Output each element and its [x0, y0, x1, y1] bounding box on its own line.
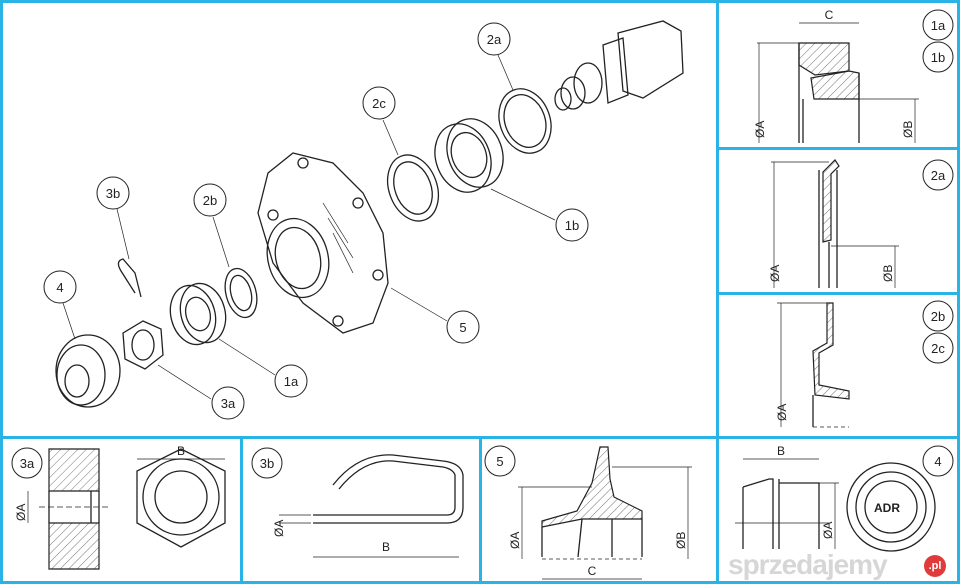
- seal-2c-drawing: [386, 154, 440, 222]
- svg-text:ØA: ØA: [14, 504, 28, 521]
- callout-3a: 3a: [211, 386, 245, 420]
- svg-text:2c: 2c: [931, 341, 945, 356]
- svg-text:4: 4: [934, 454, 941, 469]
- svg-text:2b: 2b: [931, 309, 945, 324]
- cotter-pin-3b-drawing: [117, 258, 142, 298]
- callout-2b: 2b: [193, 183, 227, 217]
- spindle-shaft: [554, 20, 684, 111]
- label-1a: 1a: [931, 18, 946, 33]
- callout-1a: 1a: [274, 364, 308, 398]
- seal-2a-drawing: [498, 88, 552, 154]
- svg-text:ØA: ØA: [775, 404, 789, 421]
- svg-text:B: B: [777, 444, 785, 458]
- svg-text:1b: 1b: [565, 218, 579, 233]
- svg-text:ØA: ØA: [753, 121, 767, 138]
- hub-cap-4-drawing: [55, 334, 121, 408]
- svg-text:ØA: ØA: [768, 265, 782, 282]
- svg-text:B: B: [177, 444, 185, 458]
- detail-seal-2b-2c: ØA 2b 2c: [716, 292, 960, 439]
- svg-text:ØA: ØA: [272, 520, 286, 537]
- bearing-1b-drawing: [434, 118, 504, 193]
- detail-cotter-pin-3b: ØA B 3b: [240, 436, 482, 584]
- detail-hub-cap-4: B ØA ADR 4: [716, 436, 960, 584]
- svg-text:ØA: ØA: [508, 532, 522, 549]
- callout-leaders: [62, 54, 556, 400]
- callout-4: 4: [43, 270, 77, 304]
- callouts: 3b 2b 4 2c 2a 1b 5 1a 3a: [43, 22, 589, 420]
- callout-1b: 1b: [555, 208, 589, 242]
- exploded-view-panel: 3b 2b 4 2c 2a 1b 5 1a 3a: [0, 0, 719, 439]
- cap-logo-text: ADR: [874, 501, 900, 515]
- svg-text:5: 5: [496, 454, 503, 469]
- svg-text:C: C: [825, 8, 834, 22]
- svg-text:ØB: ØB: [881, 265, 895, 282]
- svg-text:2b: 2b: [203, 193, 217, 208]
- callout-2a: 2a: [477, 22, 511, 56]
- castle-nut-3a-drawing: [122, 320, 164, 370]
- callout-2c: 2c: [362, 86, 396, 120]
- svg-text:5: 5: [459, 320, 466, 335]
- label-1b: 1b: [931, 50, 945, 65]
- detail-seal-2a: ØA ØB 2a: [716, 147, 960, 295]
- svg-text:3b: 3b: [106, 186, 120, 201]
- callout-3b: 3b: [96, 176, 130, 210]
- bearing-1a-drawing: [169, 282, 227, 346]
- svg-text:4: 4: [56, 280, 63, 295]
- svg-text:2a: 2a: [487, 32, 502, 47]
- watermark: sprzedajemy: [728, 549, 888, 580]
- watermark-badge: .pl: [924, 555, 946, 577]
- svg-text:3a: 3a: [20, 456, 35, 471]
- svg-text:3b: 3b: [260, 456, 274, 471]
- svg-text:C: C: [588, 564, 597, 578]
- svg-text:1a: 1a: [284, 374, 299, 389]
- svg-text:2c: 2c: [372, 96, 386, 111]
- seal-2b-drawing: [224, 267, 258, 319]
- svg-text:2a: 2a: [931, 168, 946, 183]
- svg-text:ØA: ØA: [821, 522, 835, 539]
- detail-bearing-1a-1b: C ØA ØB 1a 1b: [716, 0, 960, 150]
- svg-text:3a: 3a: [221, 396, 236, 411]
- detail-castle-nut-3a: ØA B 3a: [0, 436, 243, 584]
- svg-text:ØB: ØB: [674, 532, 688, 549]
- svg-text:B: B: [382, 540, 390, 554]
- detail-hub-5: ØA ØB C 5: [479, 436, 719, 584]
- svg-text:ØB: ØB: [901, 121, 915, 138]
- callout-5: 5: [446, 310, 480, 344]
- hub-5-drawing: [257, 152, 389, 334]
